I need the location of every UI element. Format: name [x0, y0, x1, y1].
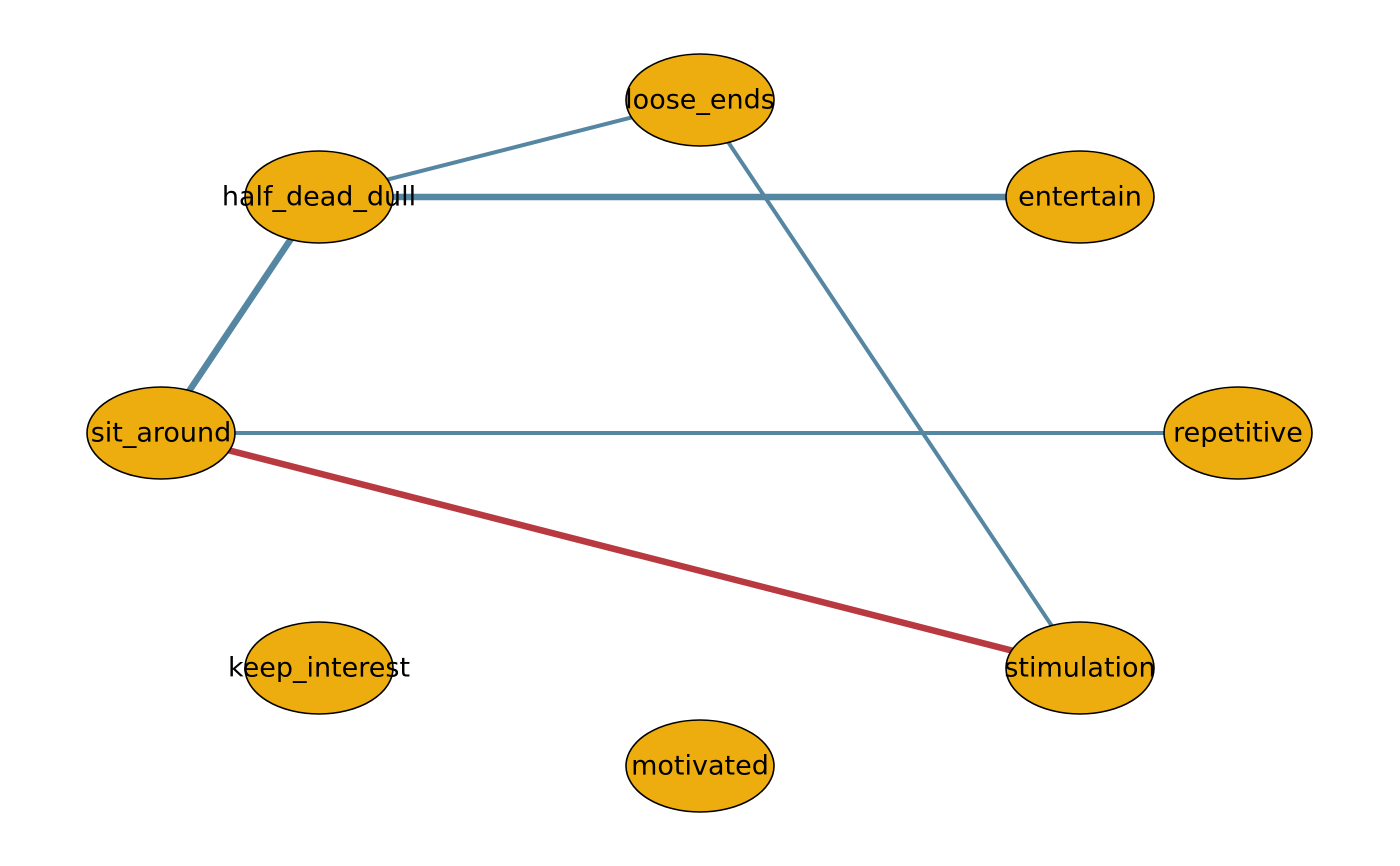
nodes-layer: loose_ends half_dead_dull entertain sit_aro…: [86, 53, 1313, 813]
node-shape-loose_ends: [625, 53, 775, 147]
node-keep_interest: keep_interest: [228, 621, 410, 715]
node-shape-motivated: [625, 719, 775, 813]
node-motivated: motivated: [625, 719, 775, 813]
node-label-entertain: entertain: [1018, 182, 1142, 213]
node-label-sit_around: sit_around: [91, 418, 232, 449]
edge-sit_around-stimulation: [160, 429, 1081, 672]
node-label-loose_ends: loose_ends: [625, 85, 775, 116]
node-label-half_dead_dull: half_dead_dull: [222, 182, 416, 213]
node-label-stimulation: stimulation: [1004, 653, 1155, 684]
node-shape-half_dead_dull: [244, 150, 394, 244]
node-half_dead_dull: half_dead_dull: [222, 150, 416, 244]
node-label-motivated: motivated: [631, 751, 769, 782]
node-entertain: entertain: [1005, 150, 1155, 244]
node-stimulation: stimulation: [1004, 621, 1156, 715]
node-label-repetitive: repetitive: [1173, 418, 1303, 449]
node-shape-entertain: [1005, 150, 1155, 244]
node-repetitive: repetitive: [1163, 386, 1313, 480]
node-shape-stimulation: [1005, 621, 1155, 715]
node-loose_ends: loose_ends: [625, 53, 775, 147]
node-shape-keep_interest: [244, 621, 394, 715]
node-sit_around: sit_around: [86, 386, 236, 480]
node-shape-sit_around: [86, 386, 236, 480]
node-shape-repetitive: [1163, 386, 1313, 480]
node-label-keep_interest: keep_interest: [228, 653, 410, 684]
